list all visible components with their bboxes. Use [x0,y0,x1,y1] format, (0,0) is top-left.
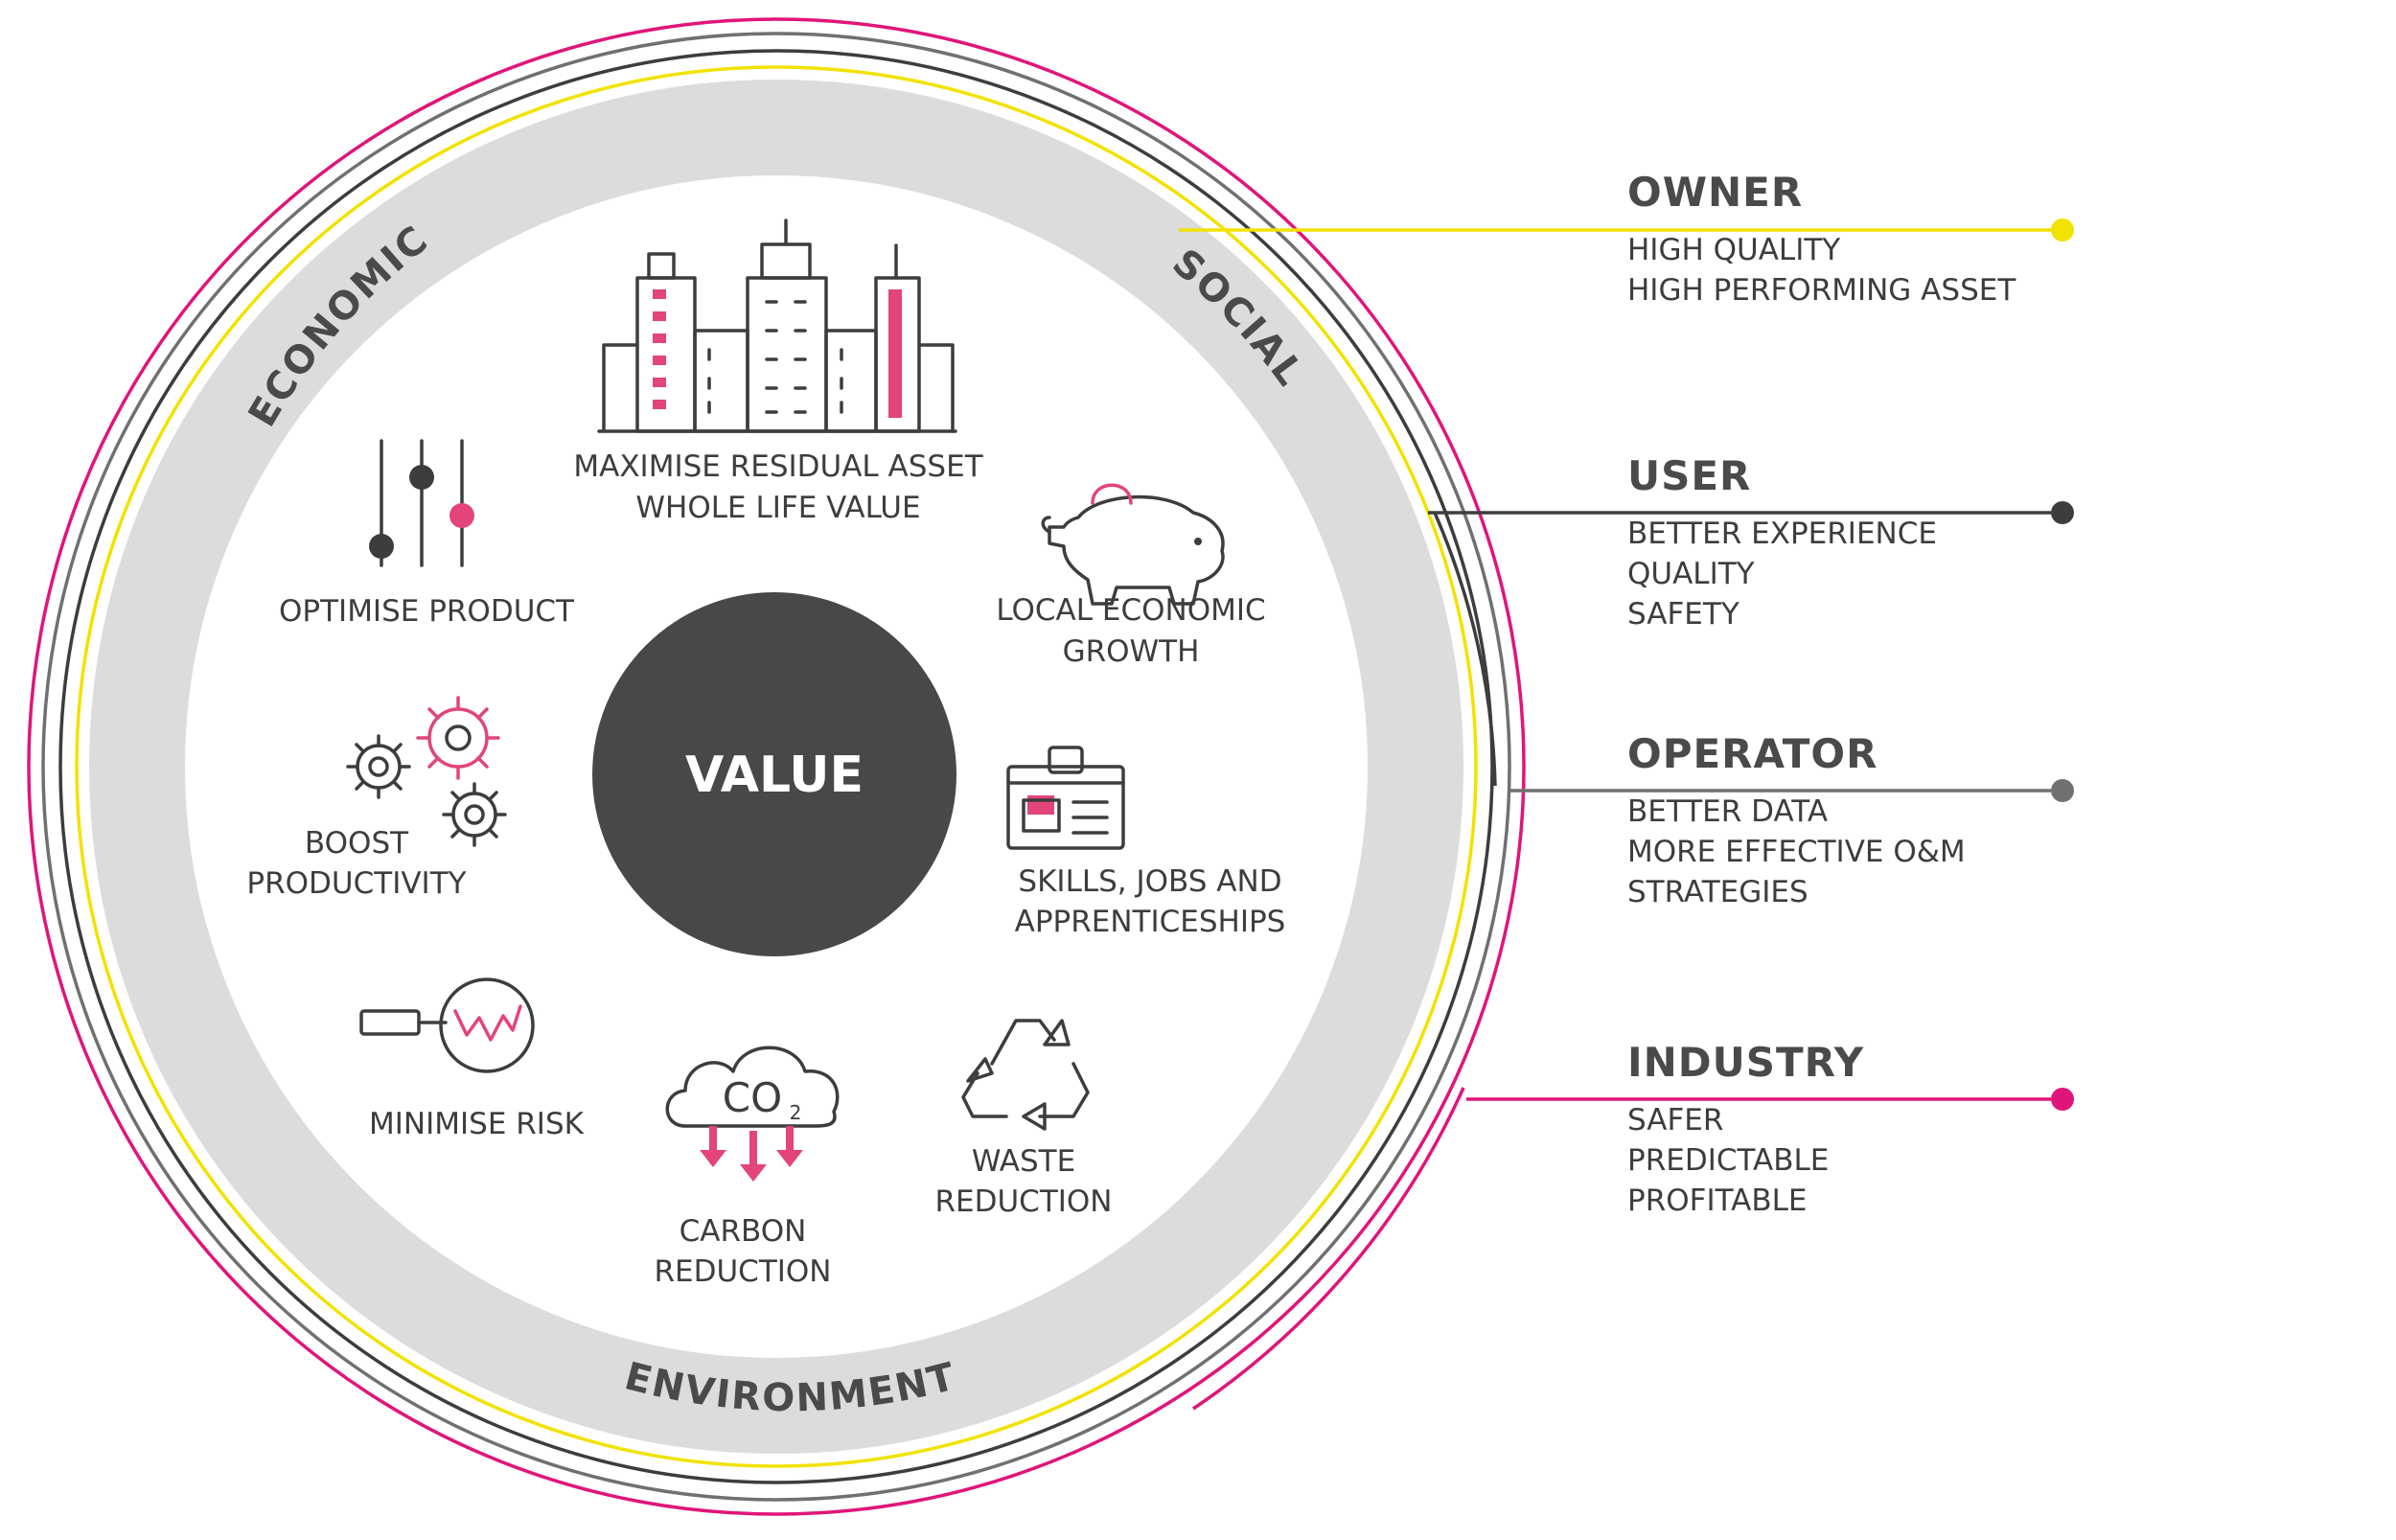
stakeholder-operator: OPERATOR BETTER DATA MORE EFFECTIVE O&M … [1627,734,2298,912]
recycle-icon [961,1019,1090,1131]
user-line-3: SAFETY [1627,597,1739,632]
industry-line-1: SAFER [1627,1103,1724,1138]
value-label: VALUE [685,747,864,804]
user-dot [2051,501,2074,524]
optimise-product-label: OPTIMISE PRODUCT [279,594,575,629]
operator-line-1: BETTER DATA [1627,794,1829,829]
stakeholder-industry: INDUSTRY SAFER PREDICTABLE PROFITABLE [1627,1043,2298,1221]
operator-line-3: STRATEGIES [1627,875,1809,909]
owner-dot [2051,218,2074,241]
industry-arc [1192,1087,1465,1411]
gears-icon [346,696,507,847]
value-center [592,592,956,956]
grey-band [89,80,1463,1454]
user-line-2: QUALITY [1627,557,1755,591]
outer-ring-magenta [27,17,1526,1516]
user-title: USER [1627,452,1752,499]
stakeholder-user: USER BETTER EXPERIENCE QUALITY SAFETY [1627,456,2298,634]
carbon-reduction-label-1: CARBON [680,1214,807,1249]
industry-line-2: PREDICTABLE [1627,1143,1830,1178]
co2-subscript: 2 [790,1101,802,1124]
operator-title: OPERATOR [1627,730,1878,777]
piggy-bank-icon [1041,483,1225,606]
industry-title: INDUSTRY [1627,1039,1865,1086]
id-badge-icon [1006,746,1125,850]
owner-line-1: HIGH QUALITY [1627,233,1841,267]
local-growth-label-2: GROWTH [1063,634,1200,669]
outer-ring-grey [41,32,1511,1502]
boost-productivity-label-1: BOOST [305,826,409,861]
skills-jobs-label-2: APPRENTICESHIPS [1015,905,1286,939]
owner-line-2: HIGH PERFORMING ASSET [1627,273,2016,308]
sliders-icon [369,439,474,567]
user-arc [1433,512,1497,787]
operator-line-2: MORE EFFECTIVE O&M [1627,835,1966,869]
outer-ring-yellow [75,65,1478,1468]
industry-line-3: PROFITABLE [1627,1184,1808,1218]
maximise-asset-label-1: MAXIMISE RESIDUAL ASSET [573,449,983,484]
stakeholder-owner: OWNER HIGH QUALITY HIGH PERFORMING ASSET [1627,172,2298,310]
magnifier-chart-icon [359,977,535,1073]
owner-title: OWNER [1627,169,1804,216]
local-growth-label-1: LOCAL ECONOMIC [996,593,1265,628]
skills-jobs-label-1: SKILLS, JOBS AND [1018,864,1281,899]
maximise-asset-label-2: WHOLE LIFE VALUE [635,491,920,525]
carbon-reduction-label-2: REDUCTION [654,1254,831,1289]
waste-reduction-label-1: WASTE [972,1144,1075,1179]
operator-dot [2051,779,2074,802]
minimise-risk-label: MINIMISE RISK [369,1107,585,1141]
outer-ring-dark [58,49,1494,1484]
waste-reduction-label-2: REDUCTION [934,1184,1112,1219]
co2-text: CO [723,1074,782,1121]
co2-cloud-icon: CO 2 [665,1046,840,1182]
boost-productivity-label-2: PRODUCTIVITY [246,866,466,901]
industry-dot [2051,1088,2074,1111]
user-line-1: BETTER EXPERIENCE [1627,517,1937,551]
city-buildings-icon [597,218,957,433]
